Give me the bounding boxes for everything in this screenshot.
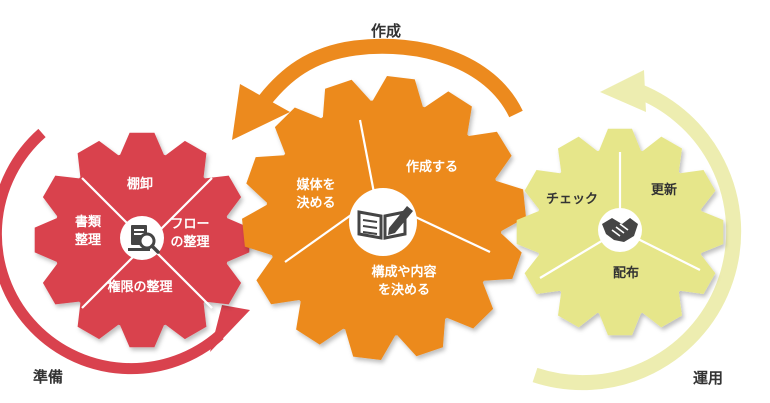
label-documents: 書類 [75,214,102,230]
label-distribute: 配布 [613,265,639,281]
orange-gear-labels: 媒体を 決める 作成する 構成や内容 を決める [296,159,458,298]
label-check: チェック [546,192,598,207]
handshake-icon [602,218,638,242]
phase-prepare: 準備 [33,368,63,386]
label-structure: 構成や内容 [371,264,436,280]
label-decide-structure: を決める [378,282,430,298]
label-create: 作成する [406,159,458,175]
label-inventory: 棚卸 [127,176,153,192]
phase-create: 作成 [371,22,401,40]
label-permissions: 権限の整理 [107,279,172,295]
label-media: 媒体を [296,177,335,193]
label-decide-media: 決める [296,195,335,211]
document-search-icon [128,225,160,254]
book-pencil-icon [357,206,413,240]
label-flow: フロー [170,217,209,232]
yellow-gear-labels: チェック 更新 配布 [546,182,677,281]
create-arrow [232,38,523,140]
preparation-gear [34,132,250,348]
label-organize: 整理 [74,232,101,248]
prepare-arrow [0,128,250,375]
operate-arrow [532,70,742,391]
phase-operate: 運用 [693,369,723,387]
operation-gear [516,128,724,336]
label-flow-organize: の整理 [170,234,209,250]
red-gear-labels: 棚卸 書類 整理 フロー の整理 権限の整理 [74,176,210,295]
label-update: 更新 [651,182,677,198]
creation-gear [242,76,526,360]
